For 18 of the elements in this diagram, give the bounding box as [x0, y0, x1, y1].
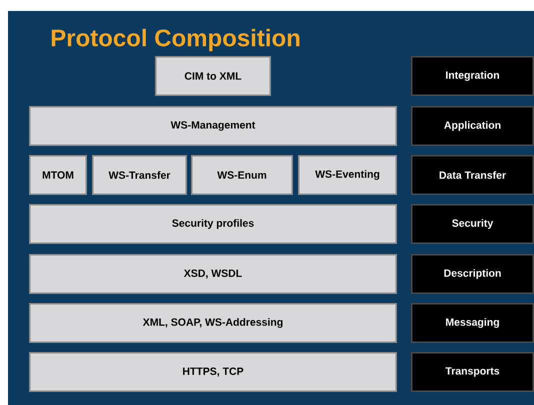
protocol-box: Security profiles	[29, 204, 397, 244]
protocol-box: MTOM	[29, 155, 87, 195]
protocol-box: WS-Eventing	[298, 155, 397, 195]
protocol-box: XML, SOAP, WS-Addressing	[29, 303, 397, 343]
layer-box: Description	[411, 254, 534, 294]
layer-box: Data Transfer	[411, 155, 534, 195]
protocol-box: WS-Enum	[191, 155, 293, 195]
layer-box: Integration	[411, 56, 534, 96]
layer-box: Security	[411, 204, 534, 244]
layer-box: Application	[411, 106, 534, 146]
protocol-box: WS-Transfer	[92, 155, 187, 195]
title: Protocol Composition	[52, 28, 300, 52]
layer-box: Messaging	[411, 303, 534, 343]
protocol-box: HTTPS, TCP	[29, 352, 397, 392]
protocol-box: WS-Management	[29, 106, 397, 146]
layer-box: Transports	[411, 352, 534, 392]
protocol-box: CIM to XML	[155, 56, 271, 96]
protocol-box: XSD, WSDL	[29, 254, 397, 294]
